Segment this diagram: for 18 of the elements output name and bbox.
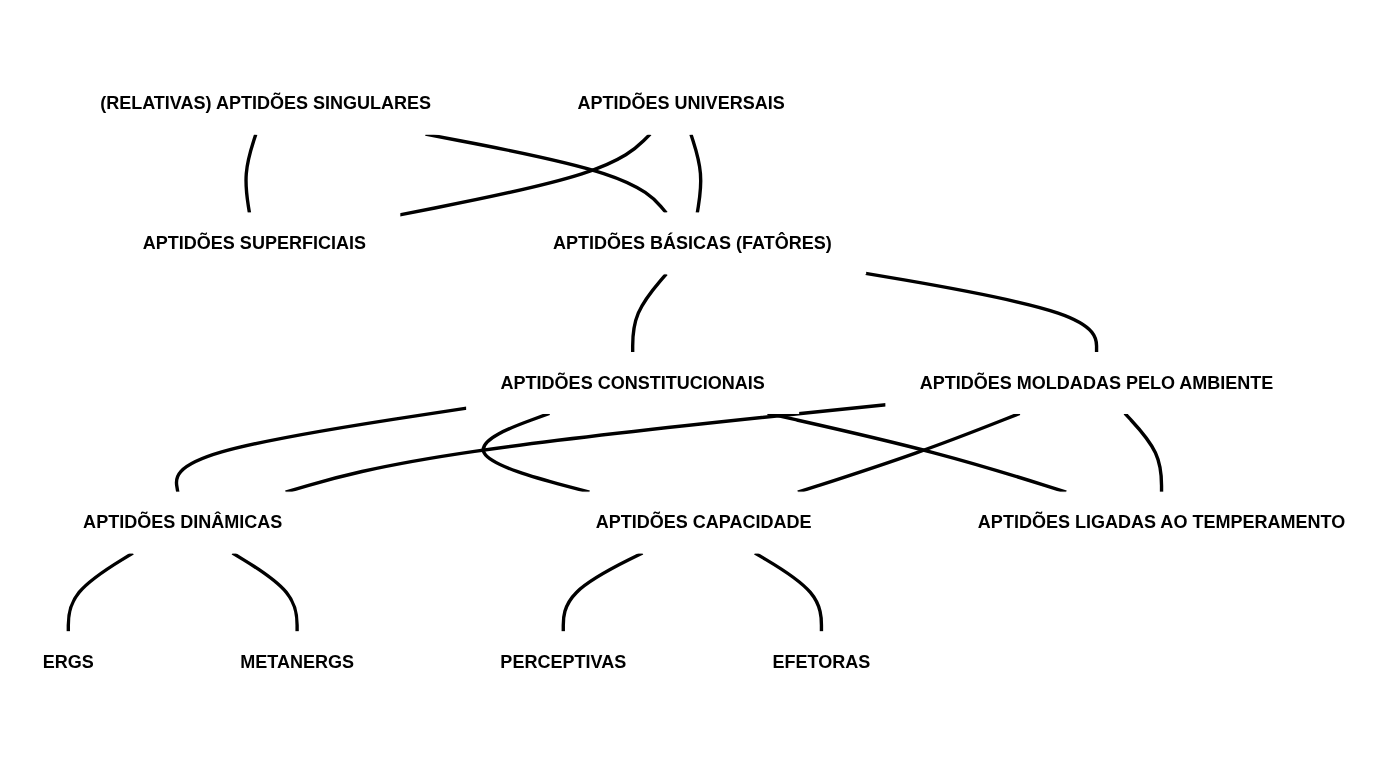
node-text: (RELATIVAS) APTIDÕES SINGULARES [100, 93, 432, 113]
connector [631, 272, 668, 353]
node-text: EFETORAS [772, 652, 871, 672]
node-text: APTIDÕES BÁSICAS (FATÔRES) [552, 233, 832, 253]
node-text: PERCEPTIVAS [500, 652, 627, 672]
node-text: APTIDÕES MOLDADAS PELO AMBIENTE [919, 372, 1274, 393]
connector [244, 133, 258, 214]
node-text: APTIDÕES LIGADAS AO TEMPERAMENTO [977, 512, 1346, 532]
connector [865, 271, 1099, 353]
node-text: ERGS [42, 652, 94, 672]
connector [1123, 412, 1164, 493]
node-text: APTIDÕES DINÂMICAS [83, 512, 283, 532]
node-text: APTIDÕES CONSTITUCIONAIS [500, 372, 765, 393]
node-text: APTIDÕES UNIVERSAIS [577, 93, 785, 113]
node-text: METANERGS [240, 652, 354, 672]
node-text: APTIDÕES CAPACIDADE [595, 512, 812, 532]
connector [689, 133, 703, 214]
node-text: APTIDÕES SUPERFICIAIS [142, 233, 366, 253]
